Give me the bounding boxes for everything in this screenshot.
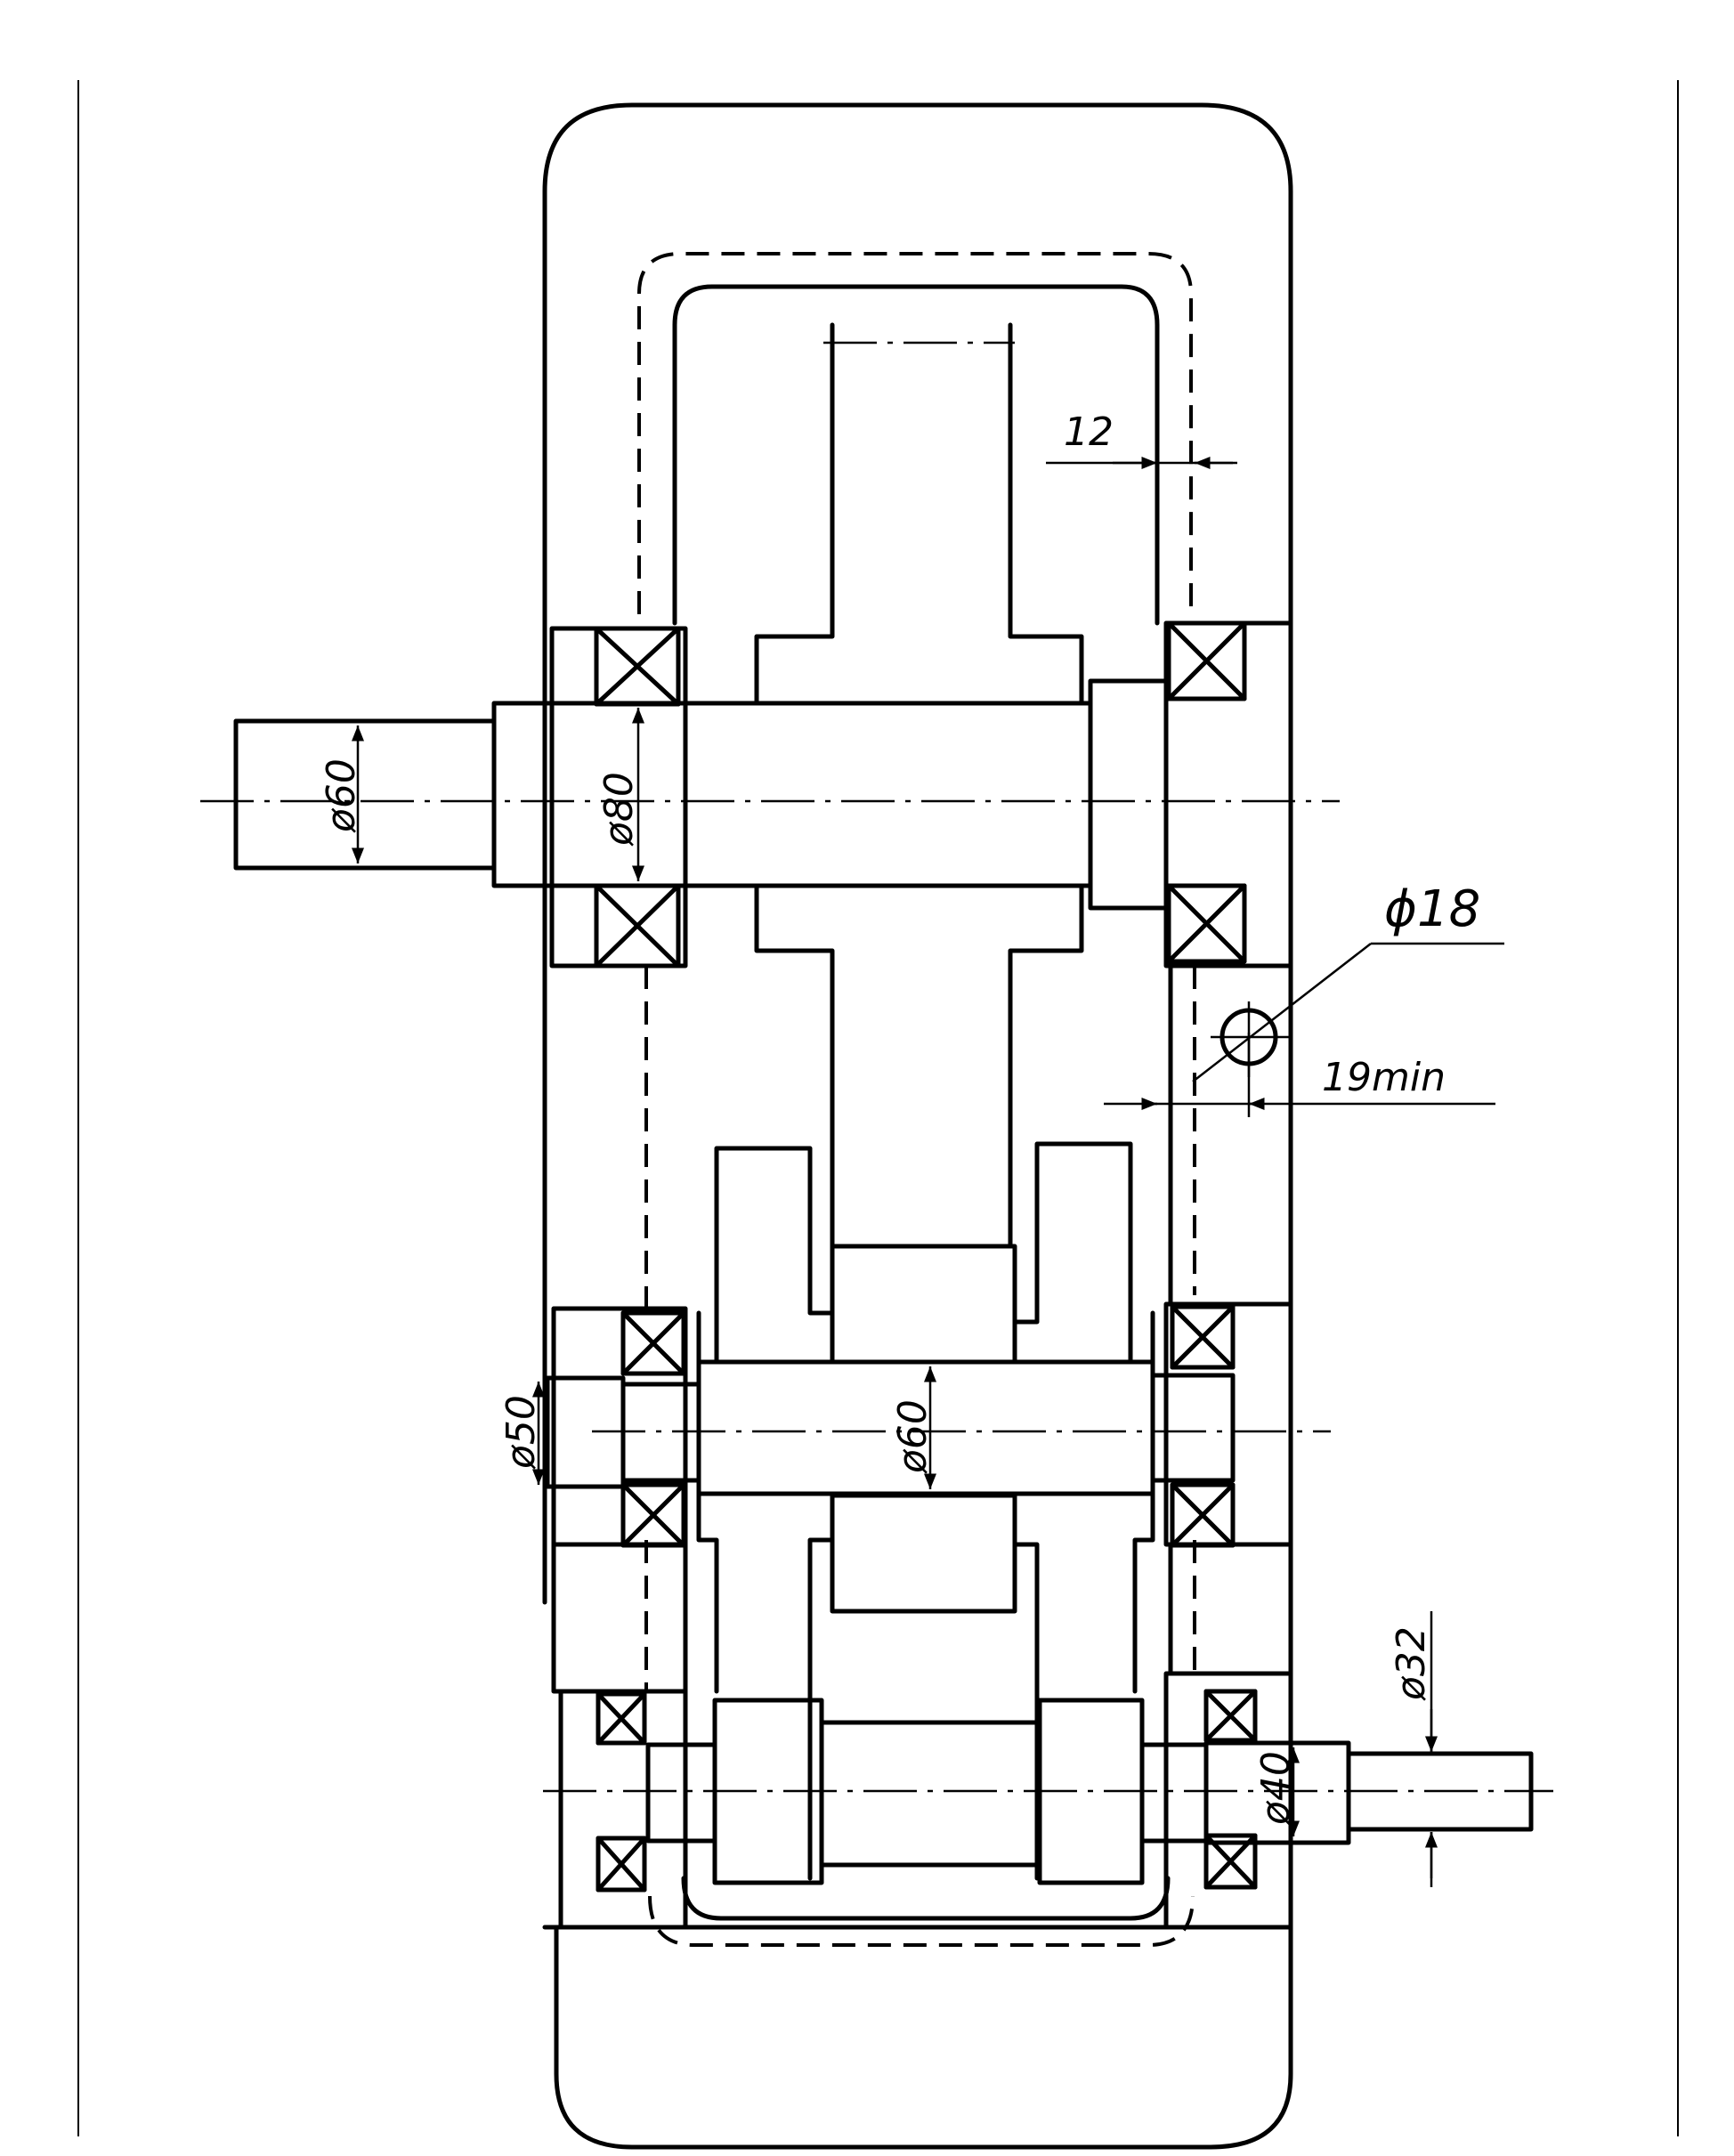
bearing-top-right-lower [1166,883,1247,964]
inner-wall [637,252,1196,1947]
bearing-mid-left-lower [620,1482,686,1548]
input-gear [754,322,1084,1249]
bearing-mid-left-upper [620,1310,686,1376]
dim-intermediate-shaft-end: ø50 [498,1395,544,1470]
dim-hole-edge-distance: 19min [1322,1055,1446,1100]
drain-hole [1192,942,1504,1082]
bearing-bottom-left-upper [596,1691,647,1746]
bearing-bottom-right-upper [1203,1689,1258,1743]
dim-input-shaft-end: ø60 [319,758,364,833]
intermediate-shaft [545,1359,1331,1496]
bearing-mid-right-upper [1170,1304,1236,1370]
dim-intermediate-shaft-body: ø60 [890,1399,936,1474]
dimension-lines [352,457,1495,1887]
bearing-top-left-lower [594,883,681,969]
intermediate-gears [696,1141,1155,1881]
intermediate-hub [830,1244,1017,1614]
bearing-top-right-upper [1166,620,1247,701]
input-shaft [200,678,1340,911]
bearing-walls [549,620,1293,1930]
output-shaft [543,1698,1553,1885]
dim-input-shaft-body: ø80 [596,772,642,847]
bearing-top-left-upper [594,626,681,707]
dim-wall-clearance: 12 [1064,409,1114,455]
dim-output-shaft-end: ø32 [1389,1626,1434,1701]
bearing-bottom-left-lower [596,1836,647,1893]
bearing-mid-right-lower [1170,1482,1236,1548]
dim-output-shaft-body: ø40 [1253,1751,1299,1826]
bearings [594,620,1258,1893]
dim-hole-diameter: ϕ18 [1384,880,1480,938]
